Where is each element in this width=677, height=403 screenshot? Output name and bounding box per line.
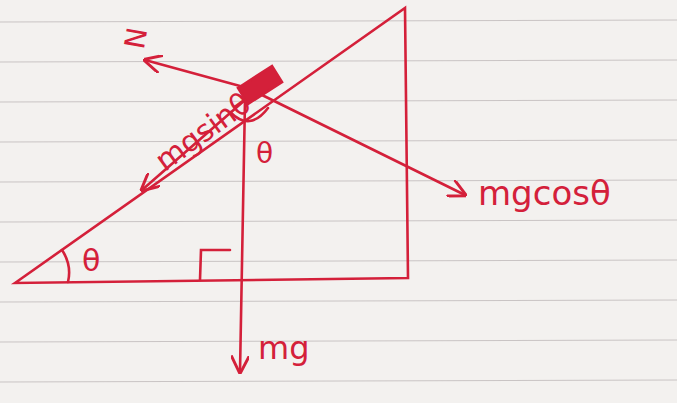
- mg-arrow: [240, 100, 245, 372]
- paper-lines: [0, 20, 677, 382]
- angle-label: θ: [82, 246, 100, 276]
- angle-arc: [62, 250, 69, 282]
- force-label: N: [119, 25, 150, 50]
- force-label: mgcosθ: [478, 176, 611, 210]
- force-label: mg: [258, 332, 309, 364]
- right-angle-mark: [200, 250, 230, 280]
- incline-triangle: [15, 8, 408, 283]
- mgcos-arrow: [262, 95, 465, 195]
- angle-label: θ: [256, 140, 273, 168]
- normal-arrow: [145, 60, 240, 86]
